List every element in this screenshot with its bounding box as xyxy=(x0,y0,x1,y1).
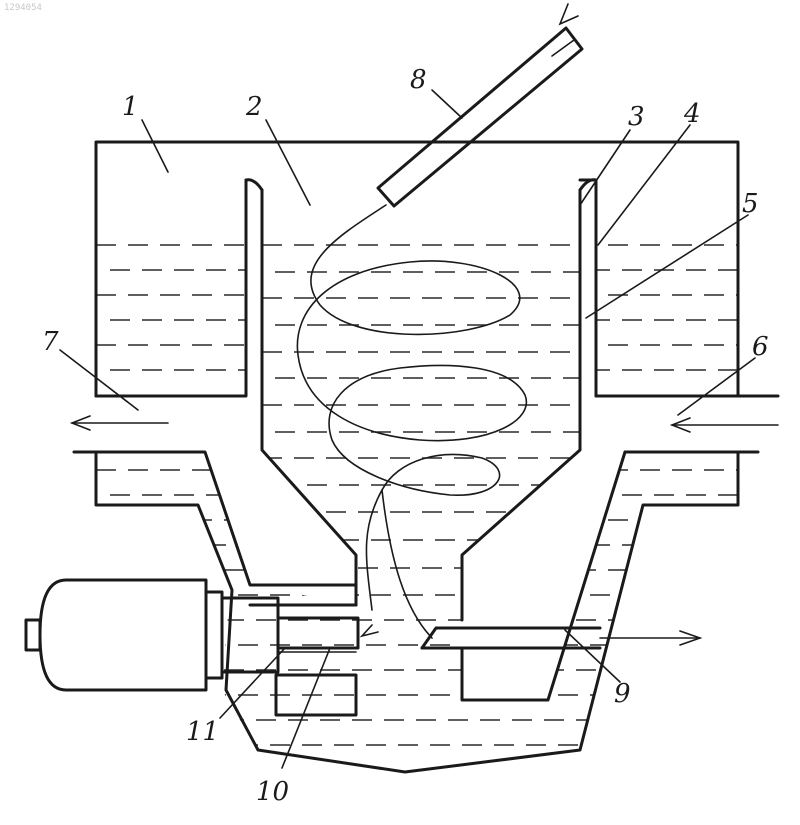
liquid-jacket xyxy=(96,245,740,370)
callout-6: 6 xyxy=(752,332,769,362)
motor xyxy=(26,580,278,690)
outer-jacket xyxy=(96,142,738,396)
callout-5: 5 xyxy=(742,189,759,219)
callout-11: 11 xyxy=(186,717,219,747)
outer-jacket-left-inner xyxy=(96,180,246,396)
callout-4: 4 xyxy=(683,99,701,129)
callout-7: 7 xyxy=(42,327,59,357)
vessel-rim-left xyxy=(246,180,262,190)
callout-9: 9 xyxy=(614,679,631,709)
leader-lines xyxy=(60,90,755,768)
callout-8: 8 xyxy=(410,65,427,95)
lower-housing-left xyxy=(74,452,356,585)
flow-arrowhead-left xyxy=(362,625,378,636)
callout-3: 3 xyxy=(628,102,645,132)
rotor-shaft xyxy=(278,618,358,652)
callout-2: 2 xyxy=(245,92,263,122)
inner-vessel xyxy=(250,190,356,605)
liquid-lower xyxy=(96,470,740,745)
callout-1: 1 xyxy=(122,92,139,122)
feed-pipe xyxy=(378,4,582,206)
helical-flow-path xyxy=(297,205,526,610)
liquid-vessel xyxy=(262,245,580,595)
callout-10: 10 xyxy=(256,777,289,807)
discharge-pipe xyxy=(422,628,700,648)
corner-id: 1294054 xyxy=(4,3,42,13)
